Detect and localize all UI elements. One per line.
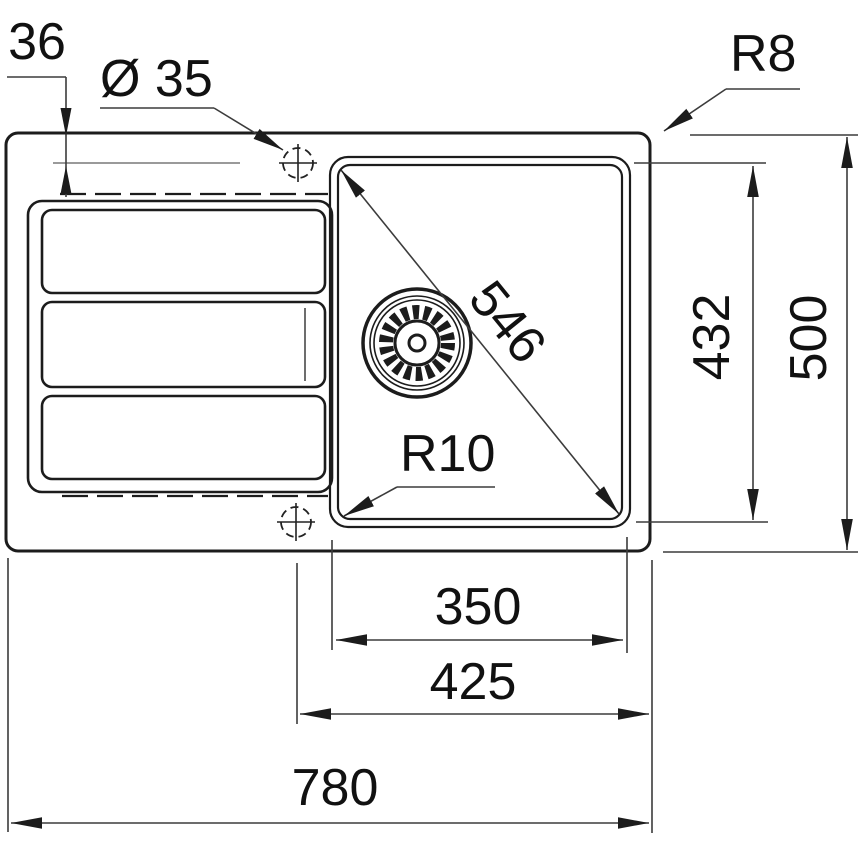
dim-546-label: 546 [457, 270, 557, 374]
dim-780: 780 [7, 558, 653, 833]
dim-r10: R10 [343, 425, 495, 517]
dim-36-arrow-down [60, 108, 72, 136]
dim-r8-label: R8 [730, 25, 796, 83]
dim-36: 36 [7, 13, 72, 197]
drainboard-tray-1 [40, 208, 327, 295]
dim-350-label: 350 [435, 578, 522, 636]
dim-780-label: 780 [292, 759, 379, 817]
bowl-outer-rim [328, 155, 632, 529]
drain-strainer-icon [361, 287, 473, 399]
dim-36-label: 36 [8, 13, 66, 71]
dim-500-label: 500 [780, 295, 838, 382]
dim-425: 425 [296, 563, 649, 724]
dim-350-extensions [331, 537, 628, 653]
dim-500: 500 [663, 134, 858, 553]
dim-dia35-label: Ø 35 [100, 50, 213, 108]
dim-500-extensions [663, 134, 858, 553]
tap-hole-bottom [277, 503, 315, 541]
dim-r8-leader [663, 88, 727, 132]
drainboard-tray-3 [40, 394, 327, 481]
dim-r10-label: R10 [400, 425, 495, 483]
dim-r8: R8 [663, 25, 800, 132]
dim-546-line [340, 169, 620, 515]
sink-outer-edge [4, 131, 652, 553]
tap-hole-top [279, 144, 317, 182]
dim-432: 432 [634, 162, 768, 523]
dim-dia35: Ø 35 [100, 50, 284, 151]
dim-dia35-leader [213, 107, 284, 151]
dim-780-extensions [7, 558, 653, 833]
dim-425-label: 425 [430, 653, 517, 711]
dim-36-arrow-up [60, 166, 72, 194]
dim-350: 350 [331, 537, 628, 653]
drainboard-tray-2 [40, 300, 327, 389]
dim-432-extensions [634, 162, 768, 523]
drainboard-outline [26, 199, 334, 494]
dim-r10-leader [343, 486, 398, 517]
dim-432-label: 432 [683, 294, 741, 381]
dim-36-leader [7, 76, 67, 197]
bowl-inner-rim [336, 163, 624, 521]
strainer-center-hole [407, 333, 427, 353]
